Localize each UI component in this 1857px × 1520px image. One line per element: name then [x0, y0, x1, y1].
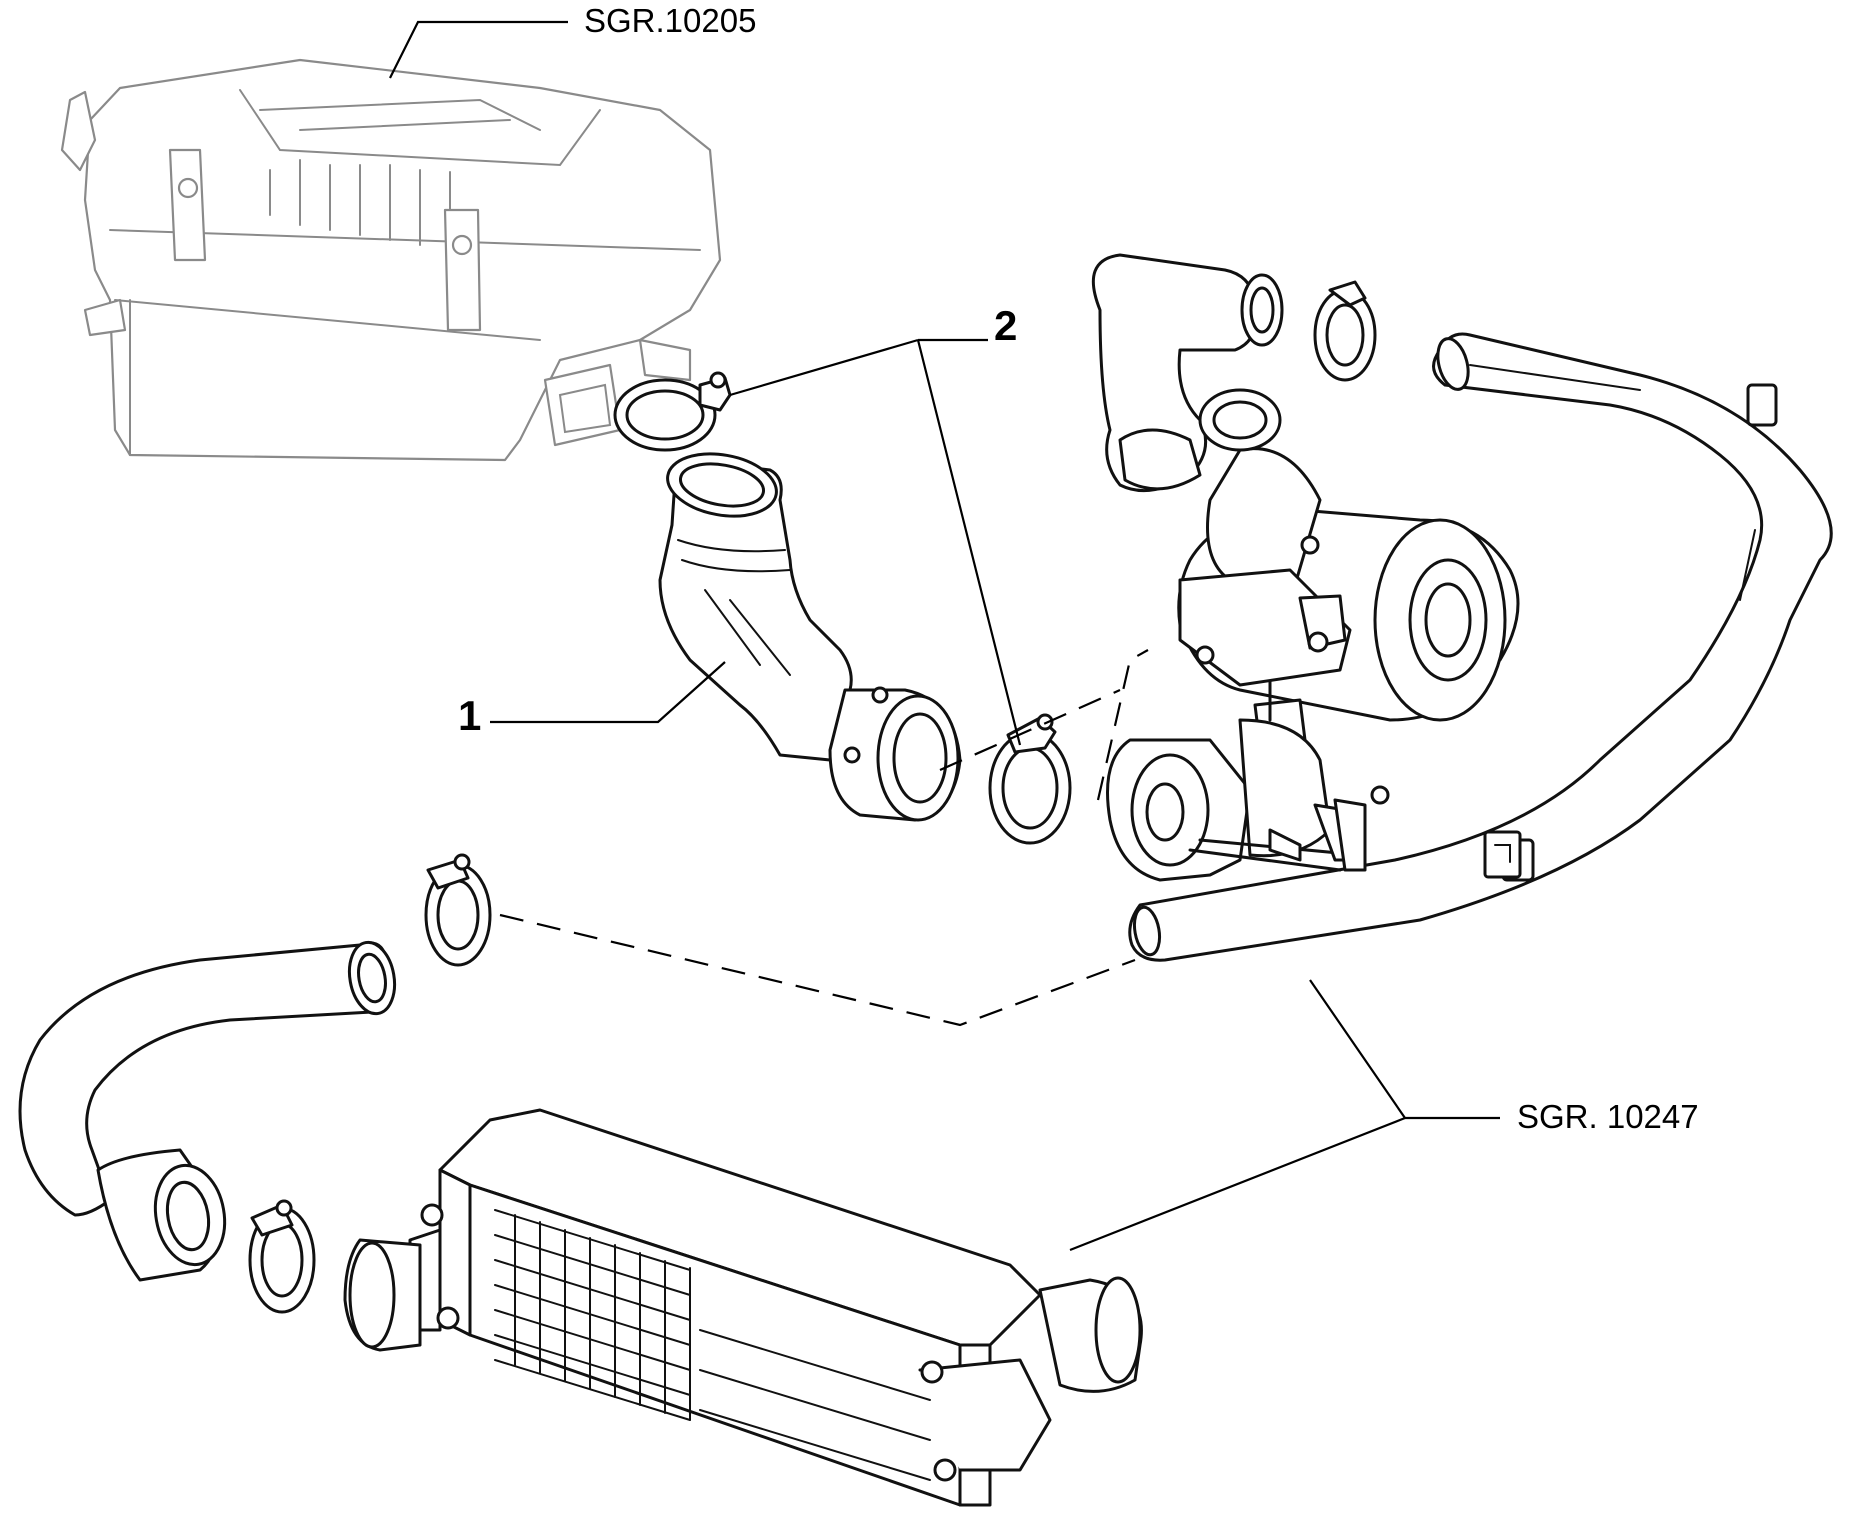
callout-hose: 1 [458, 692, 481, 739]
intercooler-pipe-upper [1128, 332, 1833, 962]
leader-intercooler [1069, 1116, 1406, 1252]
leader-clamps [729, 338, 1022, 746]
clamp-lower [988, 713, 1072, 845]
intercooler-core-grid [494, 1209, 931, 1481]
hose [658, 452, 962, 822]
turbocharger [1091, 253, 1522, 882]
leader-hose [490, 661, 726, 724]
callout-clamps: 2 [994, 302, 1017, 349]
intercooler-pipe-lower [18, 940, 397, 1282]
clamp-mid-left [424, 853, 492, 967]
clamp-upper [613, 371, 732, 452]
assembly-line-lower-pipe [499, 913, 1136, 1027]
ref-label-air-filter: SGR.10205 [584, 2, 756, 39]
ref-label-intercooler-pipes: SGR. 10247 [1517, 1098, 1699, 1135]
leader-intercooler-pipes [1309, 979, 1500, 1120]
clamp-lower-left [248, 1199, 316, 1314]
assembly-line-hose-clamp [939, 688, 1121, 772]
clamp-upper-right [1313, 280, 1377, 382]
intercooler [343, 1108, 1143, 1507]
leader-air-filter [389, 20, 568, 79]
air-filter-housing [60, 58, 722, 462]
assembly-line-clamp-turbo [1096, 649, 1149, 801]
